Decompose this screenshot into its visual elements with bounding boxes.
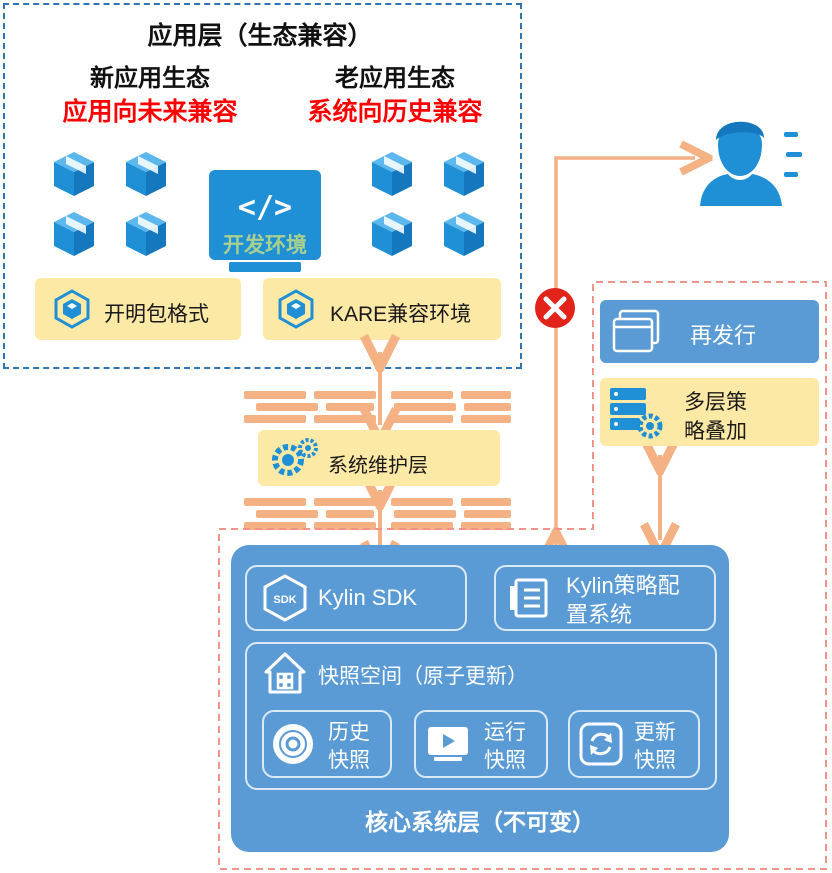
kare-environment-label: KARE兼容环境	[330, 303, 472, 326]
user-icon	[700, 121, 802, 206]
monitor-stand	[229, 262, 301, 272]
core-system-layer	[231, 545, 729, 852]
running-snapshot-label-line2: 快照	[484, 749, 526, 772]
application-layer-title: 应用层（生态兼容）	[147, 22, 373, 50]
update-snapshot-label-line1: 更新	[634, 721, 676, 744]
gears-icon	[272, 438, 318, 476]
snapshot-space-label: 快照空间（原子更新）	[318, 665, 528, 688]
dev-code-symbol: </>	[237, 190, 293, 225]
windows-icon	[612, 309, 660, 353]
running-snapshot-label-line1: 运行	[484, 721, 526, 744]
refresh-icon	[579, 722, 623, 766]
new-eco-title: 新应用生态	[90, 65, 210, 92]
core-to-user-arrow	[556, 158, 695, 545]
history-snapshot-label-line1: 历史	[328, 721, 370, 744]
kylin-sdk-label: Kylin SDK	[318, 585, 418, 610]
kylin-policy-label-line2: 置系统	[566, 602, 633, 627]
old-eco-subtitle: 系统向历史兼容	[307, 98, 483, 126]
dev-environment-monitor-icon	[209, 170, 321, 260]
application-layer	[3, 3, 522, 369]
package-hex-icon	[54, 289, 90, 329]
disc-icon	[273, 724, 313, 764]
kylin-policy-box	[494, 565, 716, 631]
update-snapshot-label-line2: 快照	[634, 749, 676, 772]
kylin-policy-label-line1: Kylin策略配	[566, 573, 680, 598]
history-snapshot-label-line2: 快照	[328, 749, 370, 772]
core-system-layer-title: 核心系统层（不可变）	[365, 809, 595, 835]
policy-document-icon	[510, 578, 548, 618]
redistribute-label: 再发行	[690, 323, 757, 348]
maintenance-layer-box	[258, 430, 500, 486]
multi-policy-label-line1: 多层策	[684, 391, 747, 414]
dev-environment-label: 开发环境	[223, 234, 307, 257]
new-eco-subtitle: 应用向未来兼容	[62, 98, 238, 126]
snapshot-space-box	[245, 642, 717, 790]
blocked-x-icon	[535, 288, 575, 328]
multi-policy-label-line2: 略叠加	[684, 420, 747, 443]
update-snapshot-box	[568, 710, 700, 778]
server-gear-icon	[610, 388, 663, 439]
play-icon	[428, 727, 468, 761]
old-eco-title: 老应用生态	[335, 65, 455, 92]
package-hex-icon	[278, 289, 314, 329]
running-snapshot-box	[414, 710, 548, 778]
house-icon	[264, 652, 306, 694]
svg-text:SDK: SDK	[273, 594, 296, 606]
kaiming-package-label: 开明包格式	[104, 303, 209, 326]
sdk-hex-icon: SDK	[263, 574, 307, 622]
maintenance-layer-label: 系统维护层	[328, 455, 428, 477]
history-snapshot-box	[262, 710, 392, 778]
kylin-sdk-box	[245, 565, 467, 631]
